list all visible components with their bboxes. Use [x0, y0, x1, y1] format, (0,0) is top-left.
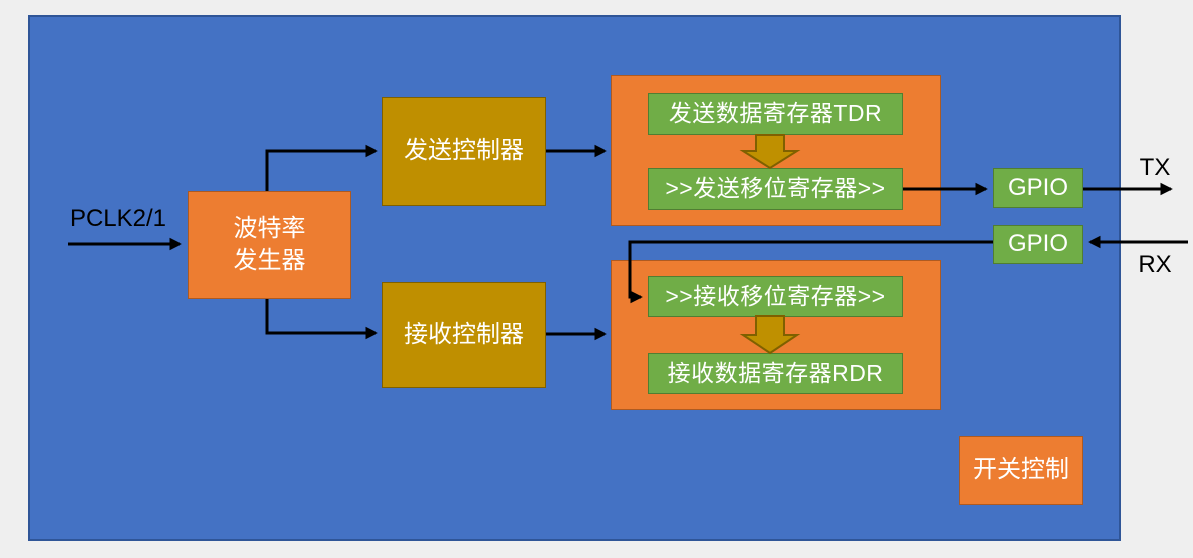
node-tx-shift-register: >>发送移位寄存器>>	[648, 168, 903, 210]
baud-generator-label-line1: 波特率	[233, 214, 306, 242]
rx-shift-register-label: >>接收移位寄存器>>	[665, 282, 886, 309]
node-gpio-tx: GPIO	[993, 168, 1083, 208]
node-tx-data-register-tdr: 发送数据寄存器TDR	[648, 93, 903, 135]
node-gpio-rx: GPIO	[993, 225, 1083, 264]
node-rx-controller: 接收控制器	[382, 282, 546, 388]
pclk-input-label: PCLK2/1	[69, 205, 167, 232]
switch-control-label: 开关控制	[973, 456, 1069, 484]
node-baud-rate-generator: 波特率 发生器	[188, 191, 351, 299]
rx-controller-label: 接收控制器	[404, 320, 524, 348]
tx-shift-register-label: >>发送移位寄存器>>	[665, 175, 886, 202]
node-rx-data-register-rdr: 接收数据寄存器RDR	[648, 353, 903, 394]
tdr-label: 发送数据寄存器TDR	[668, 100, 883, 127]
gpio-tx-label: GPIO	[1007, 173, 1068, 201]
node-rx-shift-register: >>接收移位寄存器>>	[648, 276, 903, 317]
tx-controller-label: 发送控制器	[404, 137, 524, 165]
gpio-rx-label: GPIO	[1007, 230, 1068, 258]
node-tx-controller: 发送控制器	[382, 97, 546, 206]
rdr-label: 接收数据寄存器RDR	[667, 359, 884, 386]
baud-generator-label-line2: 发生器	[233, 247, 306, 274]
rx-input-label: RX	[1138, 251, 1172, 278]
node-switch-control: 开关控制	[959, 436, 1083, 505]
tx-output-label: TX	[1139, 154, 1171, 181]
